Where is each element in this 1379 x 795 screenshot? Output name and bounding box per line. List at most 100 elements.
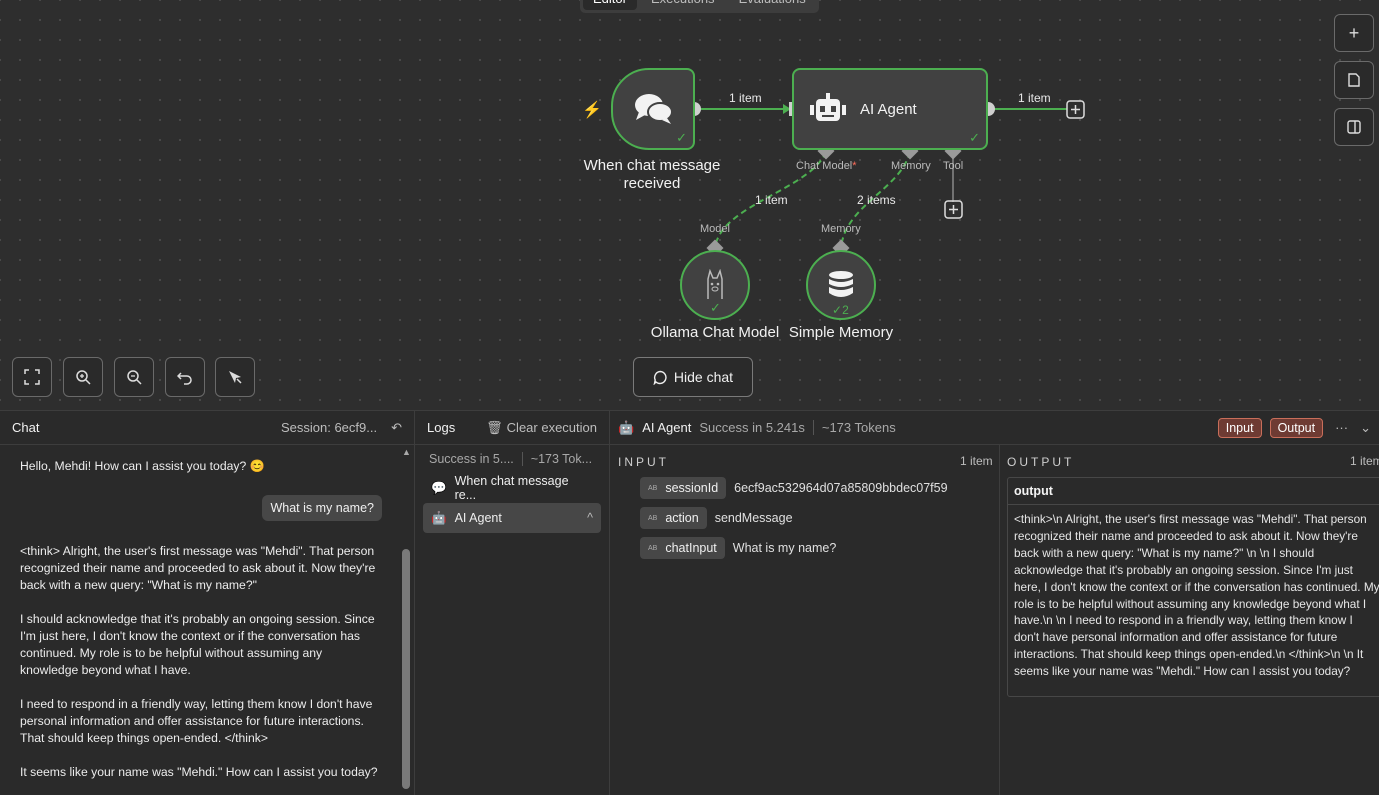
port-label-tool: Tool	[943, 160, 964, 172]
session-id: Session: 6ecf9...	[280, 420, 378, 435]
chat-trigger-node[interactable]: ✓	[611, 68, 695, 150]
add-next-node-button	[1066, 100, 1085, 119]
bot-message: <think> Alright, the user's first messag…	[20, 544, 378, 779]
zoom-in-icon	[76, 370, 91, 385]
input-count: 1 item	[960, 454, 993, 468]
node-title: AI Agent	[642, 420, 692, 435]
chat-panel: Chat Session: 6ecf9... ↶ Hello, Mehdi! H…	[0, 411, 415, 795]
add-node-button[interactable]: +	[1334, 14, 1374, 52]
logs-title: Logs	[427, 420, 456, 435]
output-count: 1 item	[1350, 454, 1379, 468]
bottom-panel: Chat Session: 6ecf9... ↶ Hello, Mehdi! H…	[0, 410, 1379, 795]
tab-evaluations[interactable]: Evaluations	[729, 0, 816, 10]
output-header: OUTPUT	[1007, 455, 1075, 469]
trigger-bolt-icon: ⚡	[582, 102, 602, 119]
input-header: INPUT	[618, 455, 669, 469]
toggle-panel-button[interactable]	[1334, 108, 1374, 146]
ollama-node[interactable]: ✓	[680, 250, 750, 320]
input-toggle-button[interactable]: Input	[1217, 417, 1262, 438]
port-label-chat-model: Chat Model*	[796, 160, 857, 172]
edge-model	[714, 151, 827, 249]
robot-icon: 🤖	[618, 419, 635, 435]
port-label-memory-in: Memory	[821, 223, 861, 235]
logs-header: Logs 🗑Clear execution	[415, 411, 609, 445]
chat-icon	[653, 370, 667, 385]
bot-message: Hello, Mehdi! How can I assist you today…	[20, 459, 265, 473]
database-icon	[829, 271, 853, 297]
output-toggle-button[interactable]: Output	[1269, 417, 1324, 438]
logs-status: Success in 5....	[429, 452, 514, 466]
ai-agent-node[interactable]: AI Agent ✓	[792, 68, 988, 150]
port-label-memory: Memory	[891, 160, 931, 172]
ai-agent-title: AI Agent	[860, 100, 917, 118]
edge-arrow	[783, 104, 791, 114]
log-item-chat-trigger[interactable]: 💬 When chat message re...	[431, 474, 569, 502]
success-check-icon: ✓	[676, 130, 687, 145]
tab-editor[interactable]: Editor	[583, 0, 637, 10]
zoom-out-icon	[127, 370, 142, 385]
connections-layer	[687, 100, 1085, 257]
node-status: Success in 5.241s	[699, 420, 805, 435]
chat-header: Chat Session: 6ecf9... ↶	[0, 411, 414, 445]
edge-memory	[840, 151, 911, 249]
more-options-icon[interactable]: ···	[1335, 420, 1349, 435]
user-message: What is my name?	[262, 495, 382, 521]
logs-tokens: ~173 Tok...	[521, 452, 592, 466]
view-tabs: Editor Executions Evaluations	[580, 0, 819, 13]
chat-title: Chat	[12, 420, 40, 435]
plus-icon: +	[1348, 22, 1360, 43]
log-item-ai-agent[interactable]: 🤖 AI Agent ^	[423, 503, 601, 533]
panel-icon	[1347, 120, 1361, 134]
note-icon	[1348, 73, 1360, 87]
run-count: 2	[842, 303, 849, 317]
robot-icon: 🤖	[431, 510, 447, 525]
fit-view-button[interactable]	[12, 357, 52, 397]
output-column-header: output	[1008, 478, 1379, 505]
hide-chat-button[interactable]: Hide chat	[633, 357, 753, 397]
success-check-icon: ✓2	[832, 303, 849, 317]
llama-icon	[707, 269, 723, 299]
string-type-icon: AB	[648, 484, 658, 492]
zoom-out-button[interactable]	[114, 357, 154, 397]
success-check-icon: ✓	[710, 300, 721, 315]
trash-icon: 🗑	[486, 419, 503, 435]
zoom-in-button[interactable]	[63, 357, 103, 397]
edge-label: 1 item	[729, 91, 762, 105]
tab-executions[interactable]: Executions	[641, 0, 725, 10]
node-detail-header: 🤖 AI Agent Success in 5.241s ~173 Tokens…	[610, 411, 1379, 445]
undo-button[interactable]	[165, 357, 205, 397]
edge-label: 2 items	[857, 193, 896, 207]
node-tokens: ~173 Tokens	[812, 420, 896, 435]
clear-execution-button[interactable]: 🗑Clear execution	[486, 419, 597, 436]
node-detail-panel: 🤖 AI Agent Success in 5.241s ~173 Tokens…	[610, 411, 1379, 795]
reset-session-icon[interactable]: ↶	[391, 419, 402, 435]
fit-view-icon	[24, 369, 40, 385]
chat-bubble-icon	[635, 94, 673, 124]
chat-messages[interactable]: Hello, Mehdi! How can I assist you today…	[0, 445, 398, 795]
chat-scrollbar[interactable]: ▲	[400, 447, 412, 793]
ollama-node-label: Ollama Chat Model	[650, 324, 780, 341]
add-tool-button	[944, 200, 963, 219]
workflow-canvas[interactable]: Editor Executions Evaluations ⚡ ✓ When	[0, 0, 1379, 410]
divider	[999, 445, 1000, 795]
success-check-icon: ✓	[969, 130, 980, 145]
scroll-up-icon[interactable]: ▲	[402, 447, 411, 457]
string-type-icon: AB	[648, 544, 658, 552]
chevron-down-icon[interactable]: ⌄	[1360, 419, 1371, 435]
broom-icon	[229, 371, 242, 384]
edge-label: 1 item	[1018, 91, 1051, 105]
scrollbar-thumb[interactable]	[402, 549, 410, 789]
sticky-note-button[interactable]	[1334, 61, 1374, 99]
tidy-up-button[interactable]	[215, 357, 255, 397]
memory-node-label: Simple Memory	[788, 324, 894, 341]
output-value[interactable]: <think>\n Alright, the user's first mess…	[1014, 512, 1379, 679]
chevron-up-icon[interactable]: ^	[587, 511, 593, 525]
port-label-model: Model	[700, 223, 730, 235]
simple-memory-node[interactable]: ✓2	[806, 250, 876, 320]
edge-label: 1 item	[755, 193, 788, 207]
string-type-icon: AB	[648, 514, 658, 522]
